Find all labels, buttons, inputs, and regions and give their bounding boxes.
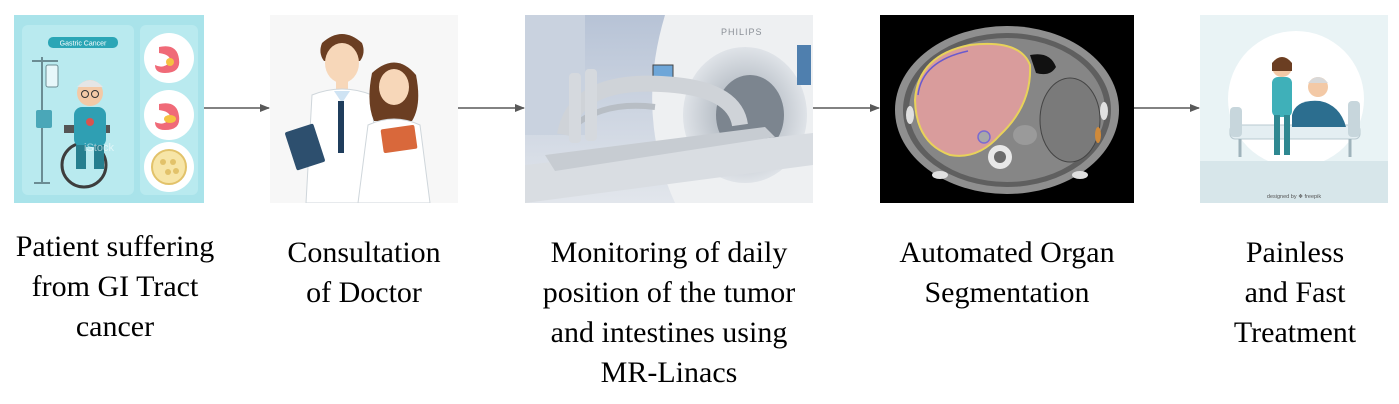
gastric-cancer-banner: Gastric Cancer [60, 41, 107, 48]
treatment-illustration: designed by ❖ freepik [1200, 15, 1388, 203]
caption-line: of Doctor [306, 276, 422, 309]
caption-line: Painless [1245, 236, 1345, 269]
istock-watermark: iStock [84, 142, 114, 154]
caption-line: and intestines using [550, 316, 788, 349]
doctors-illustration [270, 15, 458, 203]
caption-line: Consultation [287, 236, 441, 269]
caption-segmentation: Automated Organ Segmentation [872, 233, 1142, 313]
caption-line: position of the tumor [542, 276, 796, 309]
mr-linac-photo: PHILIPS [525, 15, 813, 203]
caption-line: Automated Organ [899, 236, 1115, 269]
ct-segmentation-image [880, 15, 1134, 203]
caption-patient: Patient suffering from GI Tract cancer [0, 227, 230, 347]
caption-line: Patient suffering [15, 230, 215, 263]
caption-doctor: Consultation of Doctor [254, 233, 474, 313]
caption-line: from GI Tract [31, 270, 199, 303]
philips-logo-text: PHILIPS [721, 27, 763, 37]
caption-line: Monitoring of daily [550, 236, 788, 269]
caption-line: MR-Linacs [600, 356, 738, 389]
caption-mr-linac: Monitoring of daily position of the tumo… [514, 233, 824, 393]
caption-line: Treatment [1233, 316, 1357, 349]
caption-line: Segmentation [924, 276, 1090, 309]
caption-line: and Fast [1244, 276, 1346, 309]
caption-line: cancer [75, 310, 155, 343]
freepik-credit: designed by ❖ freepik [1267, 194, 1321, 200]
caption-treatment: Painless and Fast Treatment [1200, 233, 1390, 353]
patient-illustration: Gastric Cancer iStock [14, 15, 204, 203]
